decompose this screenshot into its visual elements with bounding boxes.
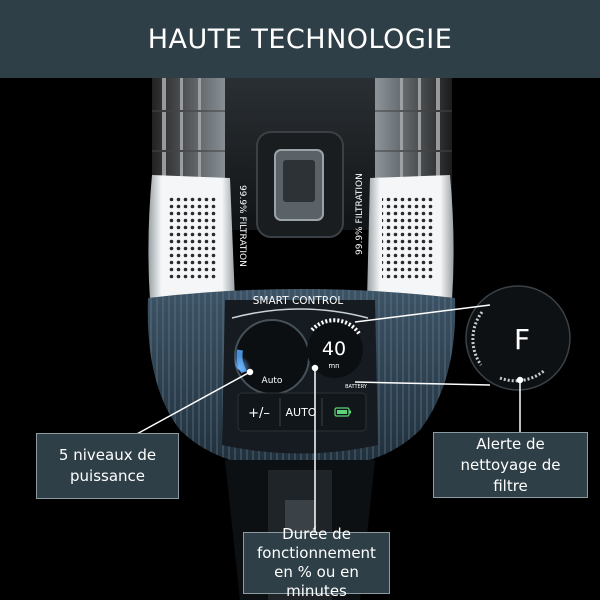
page-title: HAUTE TECHNOLOGIE (147, 23, 453, 55)
callout-lines (134, 304, 524, 533)
dial-auto-label: Auto (262, 376, 283, 386)
callout-filter-text: Alerte de nettoyage de filtre (460, 434, 561, 495)
callout-runtime: Durée de fonctionnement en % ou en minut… (243, 525, 390, 600)
auto-mode-button: AUTO (286, 406, 317, 419)
callout-power-text: 5 niveaux de puissance (58, 446, 157, 485)
power-dial: Auto (234, 319, 310, 395)
runtime-value: 40 (322, 338, 346, 360)
callout-filter-alert: Alerte de nettoyage de filtre (433, 432, 588, 498)
button-row: +/– AUTO (237, 392, 367, 432)
callout-power-levels: 5 niveaux de puissance (36, 433, 179, 499)
power-adjust-button: +/– (248, 406, 270, 421)
header-banner: HAUTE TECHNOLOGIE (0, 0, 600, 78)
filtration-label-left: 99.9% FILTRATION (237, 185, 247, 267)
smart-control-label: SMART CONTROL (253, 295, 344, 307)
filter-alert-letter: F (514, 323, 530, 356)
filtration-label-right: 99.9% FILTRATION (355, 173, 365, 255)
callout-runtime-text: Durée de fonctionnement en % ou en minut… (257, 525, 376, 600)
runtime-display: 40 mn BATTERY (307, 318, 368, 390)
filter-alert-zoom: F (465, 285, 571, 391)
runtime-unit: mn (328, 362, 339, 370)
battery-label: BATTERY (345, 384, 368, 390)
